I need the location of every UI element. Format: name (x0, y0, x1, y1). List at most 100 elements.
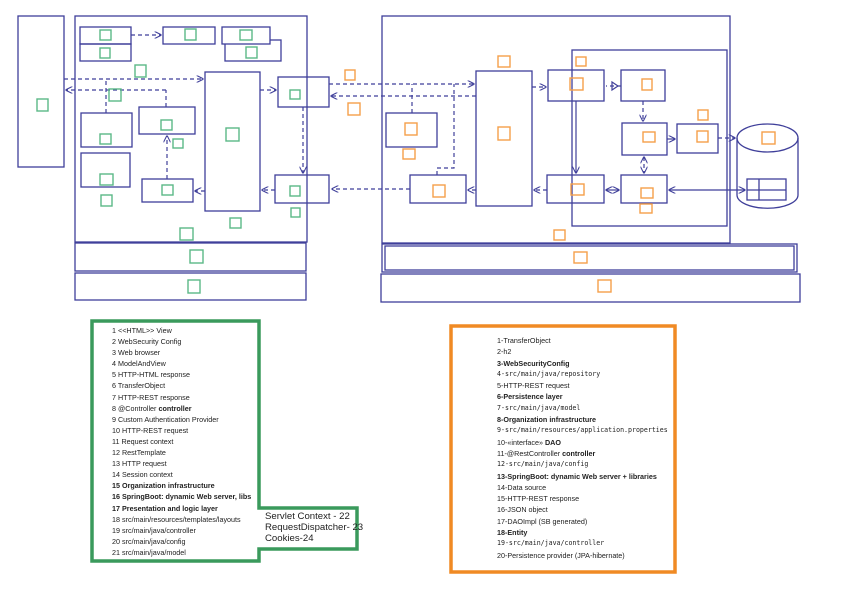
legend-item: 19-src/main/java/controller (497, 538, 668, 549)
legend-item-text: 15 Organization infrastructure (112, 481, 215, 491)
legend-item-text: 16 SpringBoot: dynamic Web server, libs (112, 492, 252, 502)
legend-item-text: 18-Entity (497, 528, 528, 538)
legend-item-text: 10-«interface» (497, 437, 545, 447)
legend-item: 13-SpringBoot: dynamic Web server + libr… (497, 471, 668, 482)
legend-item-text: 2 WebSecurity Config (112, 337, 182, 347)
rest-service-container (381, 15, 731, 244)
legend-item: Servlet Context - 22 (265, 511, 350, 522)
legend-item: 4-src/main/java/repository (497, 369, 668, 380)
legend-item: 17 Presentation and logic layer (112, 503, 251, 514)
green-legend-frame (90, 319, 359, 563)
connector-arrows (64, 35, 735, 191)
legend-item: 8 @Controller controller (112, 403, 251, 414)
legend-item-text: 7 HTTP-REST response (112, 392, 190, 402)
legend-item: 18-Entity (497, 527, 668, 538)
legend-item: 15-HTTP-REST response (497, 493, 668, 504)
legend-item-text: 11-@RestController (497, 448, 563, 458)
legend-item: 1-TransferObject (497, 335, 668, 346)
legend-item: RequestDispatcher- 23 (265, 522, 364, 533)
infrastructure-bar-left (74, 272, 307, 301)
legend-item-text: 15-HTTP-REST response (497, 494, 580, 504)
legend-item-text: 5-HTTP-REST request (497, 381, 570, 391)
legend-item-text: 1 <<HTML>> View (112, 326, 172, 335)
legend-item: 7-src/main/java/model (497, 403, 668, 414)
legend-item: 16-JSON object (497, 504, 668, 515)
legend-item-text: 12-src/main/java/config (497, 460, 589, 469)
legend-item: 7 HTTP-REST response (112, 392, 251, 403)
legend-item-text: 1-TransferObject (497, 336, 551, 345)
legend-item-text: 10 HTTP-REST request (112, 425, 189, 435)
legend-item-bold-text: controller (562, 448, 596, 458)
legend-item-text: 18 src/main/resources/templates/layouts (112, 514, 241, 524)
legend-item-text: 13 HTTP request (112, 459, 167, 469)
legend-item-text: 14-Data source (497, 482, 547, 492)
legend-item-text: 20-Persistence provider (JPA-hibernate) (497, 550, 625, 560)
legend-item-text: 9 Custom Authentication Provider (112, 414, 219, 424)
springboot-bar-right (381, 243, 798, 273)
legend-item: 11 Request context (112, 436, 251, 447)
legend-item: 3-WebSecurityConfig (497, 358, 668, 369)
component-boxes (17, 15, 801, 303)
legend-item-text: 12 RestTemplate (112, 448, 166, 458)
legend-item: 6-Persistence layer (497, 391, 668, 402)
orange-legend-frame (449, 324, 677, 574)
legend-item: 14-Data source (497, 482, 668, 493)
legend-item-text: 21 src/main/java/model (112, 547, 186, 557)
legend-item: Cookies-24 (265, 533, 314, 544)
legend-item-text: 11 Request context (112, 436, 174, 446)
green-number-markers (36, 28, 301, 294)
legend-item: 9 Custom Authentication Provider (112, 414, 251, 425)
legend-item: 16 SpringBoot: dynamic Web server, libs (112, 491, 251, 502)
legend-item-text: 8 @Controller (112, 403, 159, 413)
rest-controller-box (475, 70, 533, 207)
legend-item-text: 3-WebSecurityConfig (497, 358, 570, 368)
controller-box (204, 71, 261, 212)
orange-number-markers (344, 55, 776, 293)
legend-item-text: 3 Web browser (112, 348, 161, 358)
legend-item-bold-text: controller (158, 403, 192, 413)
legend-item: 19 src/main/java/controller (112, 525, 251, 536)
green-legend-extra: Servlet Context - 22 RequestDispatcher- … (265, 511, 363, 544)
legend-item: 2 WebSecurity Config (112, 336, 251, 347)
springboot-bar-left (74, 242, 307, 272)
legend-item: 2-h2 (497, 346, 668, 357)
presentation-layer-container (74, 15, 308, 243)
legend-item-text: 14 Session context (112, 470, 173, 480)
legend-item-text: 19-src/main/java/controller (497, 539, 605, 548)
legend-item-text: 17-DAOImpl (SB generated) (497, 516, 588, 526)
legend-item: 15 Organization infrastructure (112, 480, 251, 491)
legend-item-text: 7-src/main/java/model (497, 403, 581, 412)
legend-item-text: 4-src/main/java/repository (497, 369, 601, 378)
legend-item: 1 <<HTML>> View (112, 325, 251, 336)
web-browser-box (17, 15, 65, 168)
infrastructure-bar-right (380, 273, 801, 303)
legend-item: 20 src/main/java/config (112, 536, 251, 547)
legend-item: 13 HTTP request (112, 458, 251, 469)
legend-item: 12-src/main/java/config (497, 459, 668, 470)
legend-item-text: 9-src/main/resources/application.propert… (497, 426, 668, 435)
legend-item: 21 src/main/java/model (112, 547, 251, 558)
legend-item-text: 13-SpringBoot: dynamic Web server + libr… (497, 471, 657, 481)
legend-item-bold-text: DAO (544, 437, 561, 447)
legend-item-text: 5 HTTP-HTML response (112, 370, 191, 380)
database-cylinder (736, 138, 799, 209)
legend-item: 17-DAOImpl (SB generated) (497, 516, 668, 527)
legend-item-text: 8-Organization infrastructure (497, 415, 597, 425)
legend-item: 14 Session context (112, 469, 251, 480)
legend-item-text: 20 src/main/java/config (112, 536, 186, 546)
legend-item: 10-«interface» DAO (497, 437, 668, 448)
legend-item: 10 HTTP-REST request (112, 425, 251, 436)
legend-item: 18 src/main/resources/templates/layouts (112, 514, 251, 525)
legend-item-text: 2-h2 (497, 347, 512, 357)
legend-item-text: 4 ModelAndView (112, 359, 166, 369)
legend-item: 8-Organization infrastructure (497, 414, 668, 425)
legend-item-text: 6 TransferObject (112, 381, 166, 391)
legend-item-text: 19 src/main/java/controller (112, 525, 196, 535)
legend-item: 12 RestTemplate (112, 447, 251, 458)
legend-item-text: 17 Presentation and logic layer (112, 503, 218, 513)
legend-item: 11-@RestController controller (497, 448, 668, 459)
legend-item: 6 TransferObject (112, 380, 251, 391)
